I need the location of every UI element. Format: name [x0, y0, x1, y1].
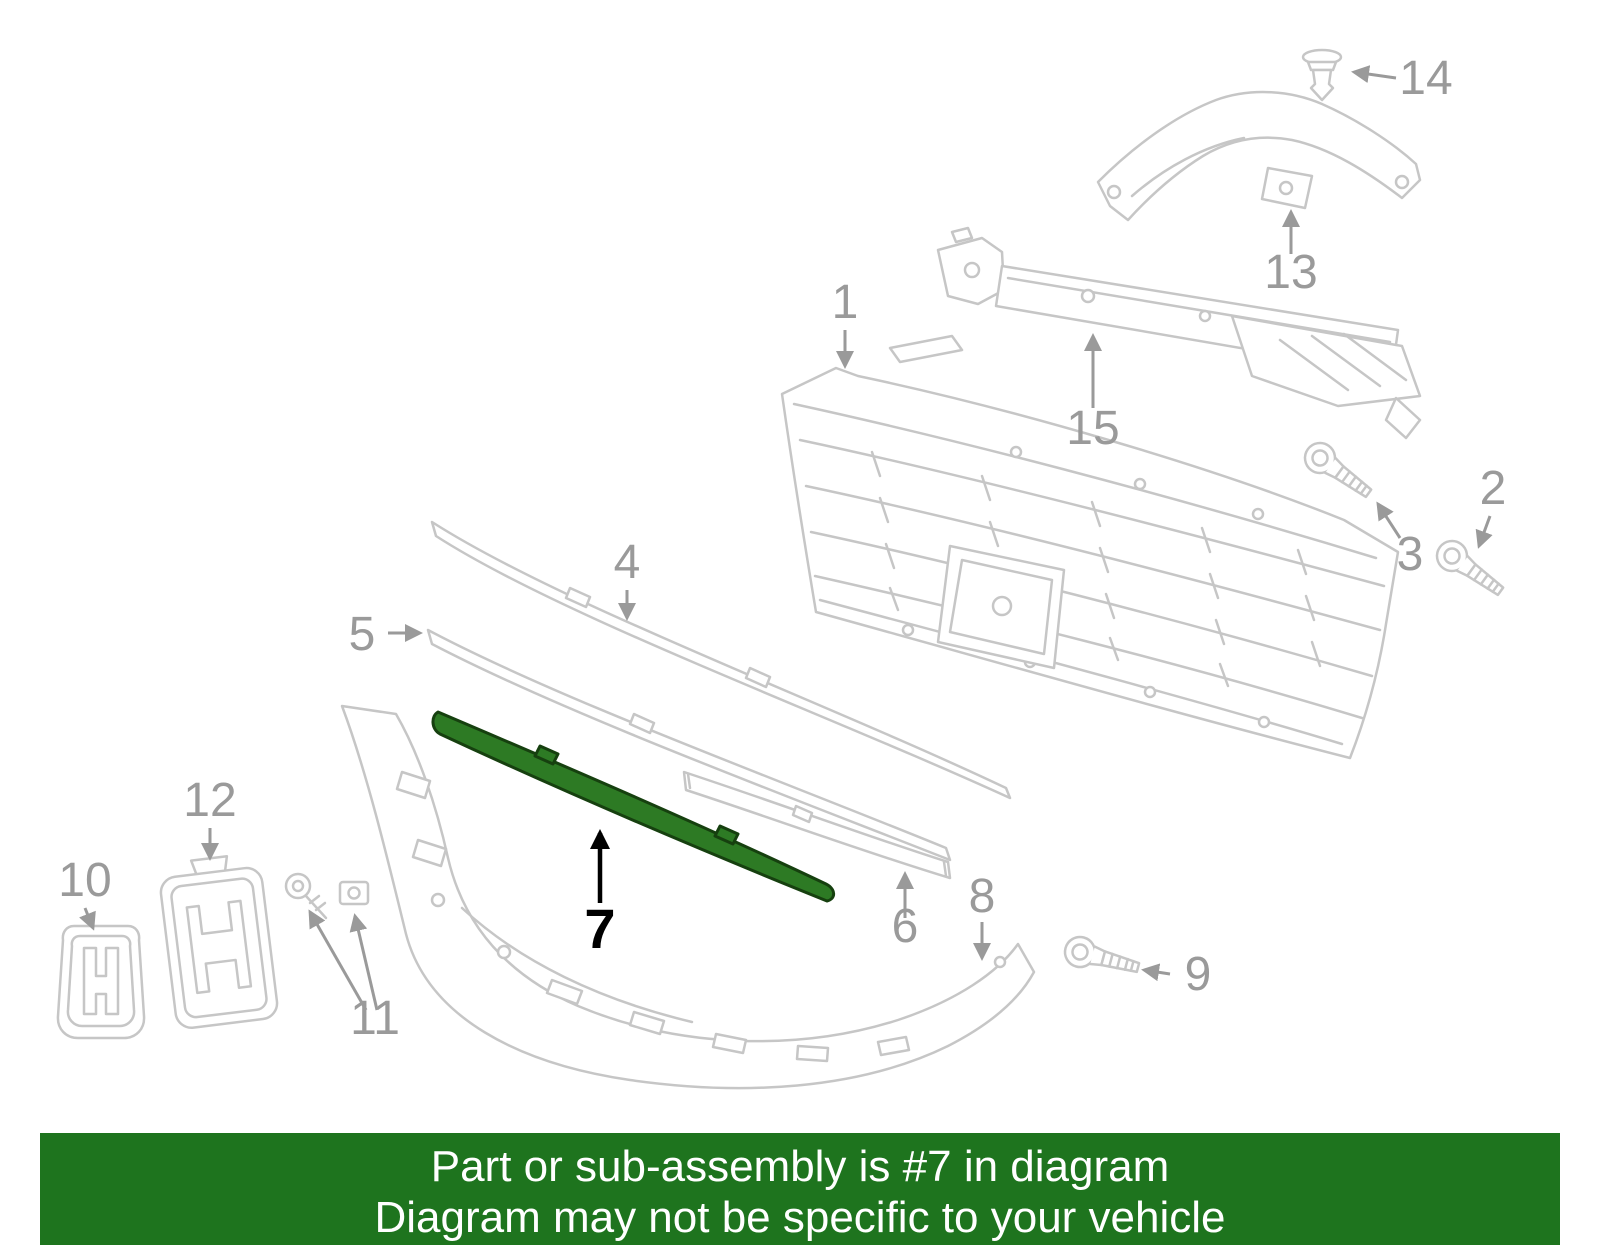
part-15-crossmember-bracket	[936, 226, 1422, 440]
banner-line-2: Diagram may not be specific to your vehi…	[374, 1193, 1226, 1242]
part-1-grille	[780, 334, 1400, 760]
highlight-banner: Part or sub-assembly is #7 in diagram Di…	[40, 1133, 1560, 1245]
callout-arrow-11a	[308, 909, 368, 1011]
part-2-bolt	[1429, 533, 1511, 605]
part-4-upper-molding	[430, 520, 1012, 800]
callout-label-13: 13	[1264, 246, 1317, 299]
part-12-emblem-base	[159, 854, 279, 1029]
callout-label-2: 2	[1480, 462, 1507, 515]
callout-label-11: 11	[350, 992, 400, 1045]
callout-label-8: 8	[969, 870, 996, 923]
part-13-upper-bracket	[1096, 90, 1422, 222]
part-11-fasteners	[284, 872, 370, 920]
callout-arrow-9	[1141, 963, 1171, 982]
part-7-highlighted-molding	[431, 710, 836, 903]
honda-h-cutout	[185, 899, 253, 995]
callout-label-7-highlighted: 7	[584, 897, 615, 960]
part-8-lower-grille-surround	[340, 704, 1036, 1090]
callout-label-3: 3	[1397, 528, 1424, 581]
callout-arrow-2	[1475, 515, 1493, 549]
part-14-push-clip	[1301, 48, 1343, 102]
callout-label-14: 14	[1399, 52, 1452, 105]
part-3-bolt	[1297, 435, 1379, 507]
callout-label-5: 5	[349, 608, 376, 661]
callout-label-6: 6	[892, 900, 919, 953]
callout-label-4: 4	[614, 536, 641, 589]
callout-arrows	[79, 65, 1493, 1011]
part-10-honda-emblem	[56, 924, 146, 1040]
part-9-bolt	[1060, 932, 1144, 984]
callout-arrow-10	[79, 907, 96, 931]
callout-label-9: 9	[1185, 948, 1212, 1001]
callout-label-10: 10	[58, 854, 111, 907]
callout-arrow-3	[1376, 501, 1402, 539]
part-5-molding	[426, 628, 952, 862]
callout-label-12: 12	[183, 774, 236, 827]
callout-arrow-14	[1351, 65, 1397, 84]
callout-labels: 1 2 3 4 5 6 7 8 9 10 11 12 13 14 15	[58, 52, 1506, 1045]
callout-label-1: 1	[832, 276, 859, 329]
honda-h-icon	[82, 946, 120, 1016]
callout-arrow-11b	[349, 913, 379, 1011]
emblem-mount	[936, 544, 1066, 670]
banner-line-1: Part or sub-assembly is #7 in diagram	[430, 1142, 1170, 1191]
part-6-molding	[682, 770, 952, 880]
callout-label-15: 15	[1066, 402, 1119, 455]
